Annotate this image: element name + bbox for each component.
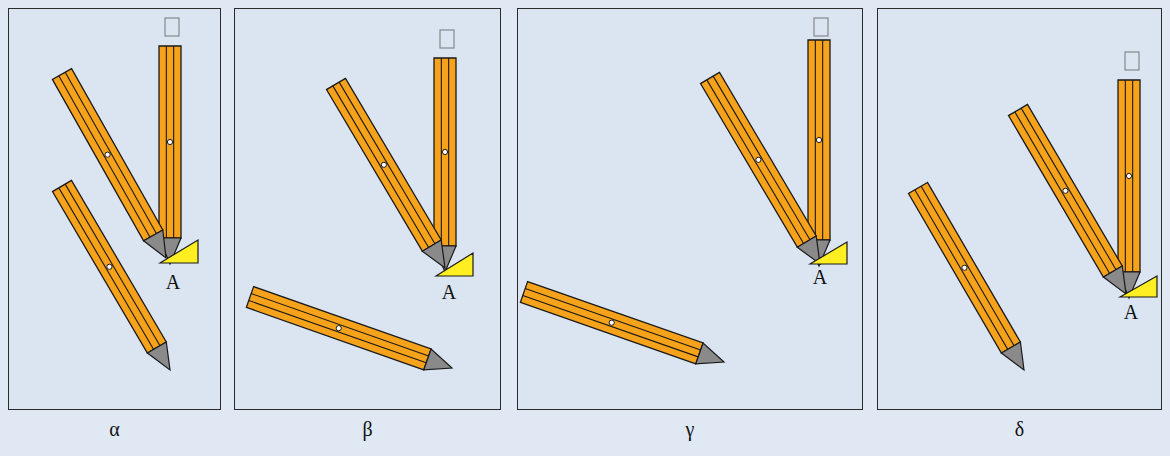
pencil-stripe <box>339 82 435 244</box>
symbol-box <box>440 30 454 48</box>
point-label: A <box>813 266 827 288</box>
pencil-body <box>53 180 167 353</box>
pencil-stripe <box>915 190 1008 350</box>
pencil <box>701 72 821 264</box>
pencil-stripe <box>707 80 804 244</box>
pencil-scene <box>520 18 847 364</box>
pencil-stripe <box>166 46 167 238</box>
symbol-box <box>814 18 828 36</box>
pencil-tip <box>696 343 724 364</box>
panel-caption: α <box>9 417 220 441</box>
pencil-body <box>909 183 1021 354</box>
panel-ground <box>8 8 221 410</box>
support-triangle <box>810 242 847 264</box>
panel-caption: β <box>235 417 500 441</box>
pencil-body <box>808 40 830 240</box>
center-dot <box>962 265 967 270</box>
pencil-stripe <box>713 76 810 240</box>
center-dot <box>609 320 614 325</box>
support-triangle <box>160 240 198 263</box>
center-dot <box>336 326 341 331</box>
center-dot <box>1063 188 1068 193</box>
pencil <box>246 287 452 370</box>
pencil-scene <box>246 30 473 370</box>
pencil-stripe <box>1021 108 1116 270</box>
center-dot <box>1126 173 1131 178</box>
pencil <box>327 78 446 268</box>
pencil-stripe <box>173 46 174 238</box>
pencil-stripe <box>251 294 428 356</box>
pencil-stripe <box>1015 112 1110 274</box>
center-dot <box>105 152 110 157</box>
pencil-stripe <box>249 300 426 362</box>
symbol-box <box>1125 52 1139 70</box>
pencil <box>52 69 166 258</box>
pencil-stripe <box>441 58 442 246</box>
panel-caption: δ <box>878 417 1161 441</box>
panel-ground <box>877 8 1162 410</box>
pencil-stripe <box>822 40 823 240</box>
pencil-stripe <box>448 58 449 246</box>
pencil-scene <box>909 52 1158 370</box>
center-dot <box>756 157 761 162</box>
panel-caption: γ <box>518 417 862 441</box>
center-dot <box>816 137 821 142</box>
pencil <box>909 183 1025 371</box>
center-dot <box>381 162 386 167</box>
panel-ground <box>234 8 501 410</box>
pencil-stripe <box>523 295 698 356</box>
pencil-stripe <box>815 40 816 240</box>
support-triangle <box>1120 276 1157 297</box>
point-label: A <box>166 271 180 293</box>
pencil-scene <box>52 18 198 370</box>
pencil-body <box>159 46 181 238</box>
center-dot <box>442 149 447 154</box>
pencil-tip <box>424 349 452 370</box>
point-label: A <box>442 281 456 303</box>
pencil-tip <box>147 342 170 370</box>
pencil-body <box>327 78 442 251</box>
pencil <box>53 180 171 370</box>
panel-ground <box>517 8 863 410</box>
pencil-stripe <box>59 188 154 350</box>
pencil-body <box>434 58 456 246</box>
pencil-body <box>520 282 703 364</box>
panel-frame: α <box>8 8 221 410</box>
pencil-stripe <box>333 86 429 248</box>
pencil-tip <box>422 240 445 268</box>
pencil-stripe <box>65 184 160 346</box>
center-dot <box>167 139 172 144</box>
pencil-stripe <box>525 289 700 350</box>
pencil <box>1009 104 1127 294</box>
panel-frame: γ <box>517 8 863 410</box>
panel-frame: δ <box>877 8 1162 410</box>
pencil-stripe <box>1132 80 1133 272</box>
pencil-body <box>1009 104 1123 277</box>
point-label: A <box>1124 301 1138 323</box>
symbol-box <box>165 18 179 36</box>
pencil-stripe <box>921 186 1014 346</box>
pencil-body <box>246 287 431 370</box>
support-triangle <box>436 253 473 276</box>
pencil-tip <box>1001 342 1024 370</box>
pencil-stripe <box>1125 80 1126 272</box>
center-dot <box>107 264 112 269</box>
pencil-tip <box>1103 266 1126 294</box>
pencil-tip <box>144 230 166 258</box>
pencil-body <box>1118 80 1140 272</box>
pencil-body <box>701 72 817 247</box>
panel-frame: β <box>234 8 501 410</box>
pencil <box>520 282 724 364</box>
